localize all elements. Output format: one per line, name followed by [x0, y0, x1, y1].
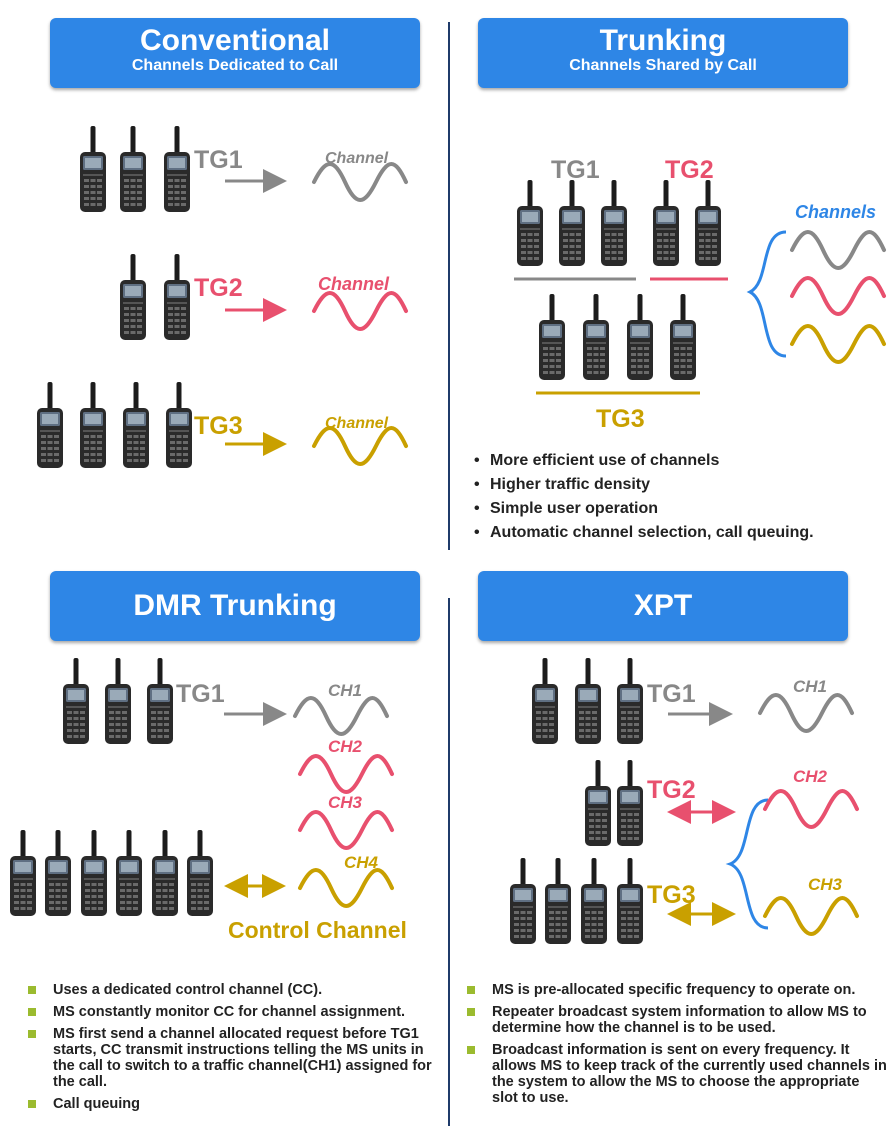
conventional-tg3-label: TG3: [194, 412, 243, 440]
conventional-tg2-label: TG2: [194, 274, 243, 302]
xpt-header: XPT: [478, 571, 848, 641]
xpt-bullet: Repeater broadcast system information to…: [464, 1004, 889, 1036]
conventional-tg2-radios: [120, 254, 190, 340]
conventional-tg1-label: TG1: [194, 146, 243, 174]
bottom-divider: [448, 598, 450, 1126]
trunking-bullets: More efficient use of channels Higher tr…: [472, 451, 872, 543]
dmr-trunking-header: DMR Trunking: [50, 571, 420, 641]
xpt-ch3-wave: [763, 896, 859, 936]
conventional-tg3-wave: [312, 426, 408, 466]
trunking-tg1-label: TG1: [551, 156, 600, 184]
dmr-ch1-wave: [293, 696, 389, 736]
xpt-bullets: MS is pre-allocated specific frequency t…: [464, 982, 889, 1112]
trunking-tg3-label: TG3: [596, 405, 645, 433]
dmr-control-channel-label: Control Channel: [228, 917, 407, 943]
trunking-channels-brace: [746, 230, 787, 358]
xpt-ch1-wave: [758, 693, 854, 733]
trunking-wave-gray: [790, 230, 886, 270]
trunking-header: Trunking Channels Shared by Call: [478, 18, 848, 88]
trunking-bullet: Simple user operation: [472, 499, 872, 519]
top-divider: [448, 22, 450, 550]
trunking-wave-pink: [790, 276, 886, 316]
dmr-trunking-title: DMR Trunking: [133, 589, 337, 622]
xpt-tg2-label: TG2: [647, 776, 696, 804]
xpt-tg2-radios: [585, 760, 643, 846]
conventional-tg1-wave: [312, 162, 408, 202]
conventional-tg3-radios: [37, 382, 192, 468]
xpt-tg3-label: TG3: [647, 881, 696, 909]
trunking-tg2-radios: [653, 180, 721, 266]
conventional-tg2-wave: [312, 291, 408, 331]
dmr-bullet: MS first send a channel allocated reques…: [25, 1026, 445, 1090]
dmr-ch2-wave: [298, 754, 394, 794]
xpt-ch2-wave: [763, 789, 859, 829]
dmr-ch1-label: CH1: [328, 681, 362, 700]
dmr-bullet: Uses a dedicated control channel (CC).: [25, 982, 445, 998]
xpt-tg1-label: TG1: [647, 680, 696, 708]
xpt-ch2-label: CH2: [793, 767, 828, 786]
trunking-bullet: More efficient use of channels: [472, 451, 872, 471]
trunking-tg3-radios: [539, 294, 696, 380]
trunking-wave-gold: [790, 324, 886, 364]
dmr-bullet: MS constantly monitor CC for channel ass…: [25, 1004, 445, 1020]
dmr-ch3-wave: [298, 810, 394, 850]
trunking-subtitle: Channels Shared by Call: [569, 57, 757, 74]
conventional-title: Conventional: [139, 24, 330, 57]
trunking-tg1-radios: [517, 180, 627, 266]
conventional-tg3-channel-label: Channel: [325, 415, 389, 432]
dmr-control-radios: [10, 830, 213, 916]
dmr-tg1-label: TG1: [176, 680, 225, 708]
dmr-ch3-label: CH3: [328, 793, 363, 812]
xpt-channels-brace: [725, 798, 769, 930]
dmr-bullets: Uses a dedicated control channel (CC). M…: [25, 982, 445, 1118]
conventional-tg1-radios: [80, 126, 190, 212]
xpt-ch1-label: CH1: [793, 677, 827, 696]
conventional-tg2-channel-label: Channel: [318, 274, 390, 294]
trunking-bullet: Higher traffic density: [472, 475, 872, 495]
trunking-channels-label: Channels: [795, 202, 876, 222]
conventional-subtitle: Channels Dedicated to Call: [131, 57, 339, 74]
dmr-ch4-label: CH4: [344, 853, 379, 872]
conventional-header: Conventional Channels Dedicated to Call: [50, 18, 420, 88]
xpt-tg3-radios: [510, 858, 643, 944]
conventional-tg1-channel-label: Channel: [325, 150, 389, 167]
xpt-bullet: MS is pre-allocated specific frequency t…: [464, 982, 889, 998]
xpt-tg1-radios: [532, 658, 643, 744]
xpt-title: XPT: [633, 589, 693, 622]
trunking-bullet: Automatic channel selection, call queuin…: [472, 523, 872, 543]
trunking-title: Trunking: [599, 24, 727, 57]
xpt-bullet: Broadcast information is sent on every f…: [464, 1042, 889, 1106]
trunking-tg2-label: TG2: [665, 156, 714, 184]
dmr-ch2-label: CH2: [328, 737, 363, 756]
dmr-tg1-radios: [63, 658, 173, 744]
dmr-ch4-wave: [298, 868, 394, 908]
xpt-ch3-label: CH3: [808, 875, 843, 894]
dmr-bullet: Call queuing: [25, 1096, 445, 1112]
